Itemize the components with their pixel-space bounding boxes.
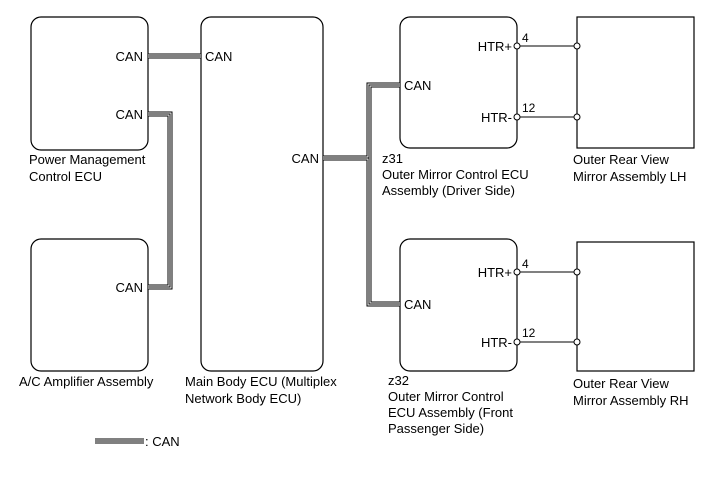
mirror-rh-name-line-1: Outer Rear View (573, 376, 669, 391)
pmc-name-line-1: Power Management (29, 152, 146, 167)
terminal-ecu-driver-htr-minus (513, 113, 521, 121)
terminal-ecu-passenger-htr-minus (513, 338, 521, 346)
passenger-ecu-htr-plus-label: HTR+ (478, 265, 512, 280)
mirror-rh-name-line-2: Mirror Assembly RH (573, 393, 689, 408)
terminal-mirror-rh-htr-plus (573, 268, 581, 276)
driver-ecu-htr-minus-label: HTR- (481, 110, 512, 125)
passenger-ecu-name-line-1: Outer Mirror Control (388, 389, 504, 404)
terminal-mirror-lh-htr-plus (573, 42, 581, 50)
mirror-rh-box (576, 241, 695, 372)
terminal-ecu-passenger-htr-plus (513, 268, 521, 276)
power-management-ecu-box (30, 16, 149, 151)
terminal-mirror-lh-htr-minus (573, 113, 581, 121)
main-name-line-2: Network Body ECU) (185, 391, 301, 406)
ac-amplifier-box (30, 238, 149, 372)
passenger-ecu-code: z32 (388, 373, 409, 388)
passenger-ecu-htr-minus-label: HTR- (481, 335, 512, 350)
passenger-pin-4: 4 (522, 257, 529, 271)
ac-name: A/C Amplifier Assembly (19, 374, 154, 389)
driver-ecu-htr-plus-label: HTR+ (478, 39, 512, 54)
driver-pin-12: 12 (522, 101, 536, 115)
driver-ecu-name-line-2: Assembly (Driver Side) (382, 183, 515, 198)
driver-pin-4: 4 (522, 31, 529, 45)
driver-ecu-code: z31 (382, 151, 403, 166)
legend-can-label: : CAN (145, 434, 180, 449)
passenger-ecu-name-line-2: ECU Assembly (Front (388, 405, 513, 420)
passenger-pin-12: 12 (522, 326, 536, 340)
mirror-lh-box (576, 16, 695, 149)
terminal-mirror-rh-htr-minus (573, 338, 581, 346)
driver-ecu-can-label: CAN (404, 78, 431, 93)
main-body-ecu-box (200, 16, 324, 372)
pmc-name-line-2: Control ECU (29, 169, 102, 184)
mirror-lh-name-line-1: Outer Rear View (573, 152, 669, 167)
main-can-port-right-label: CAN (292, 151, 319, 166)
can-bus-pmc-to-ac (148, 111, 173, 290)
pmc-can-port-label: CAN (116, 49, 143, 64)
passenger-ecu-name-line-3: Passenger Side) (388, 421, 484, 436)
passenger-ecu-can-label: CAN (404, 297, 431, 312)
driver-ecu-name-line-1: Outer Mirror Control ECU (382, 167, 529, 182)
ac-can-port-label: CAN (116, 280, 143, 295)
mirror-lh-name-line-2: Mirror Assembly LH (573, 169, 686, 184)
main-name-line-1: Main Body ECU (Multiplex (185, 374, 337, 389)
terminal-ecu-driver-htr-plus (513, 42, 521, 50)
main-can-port-left-label: CAN (205, 49, 232, 64)
pmc-can-port-label: CAN (116, 107, 143, 122)
can-bus-main-to-mirror-ecus (323, 82, 400, 307)
